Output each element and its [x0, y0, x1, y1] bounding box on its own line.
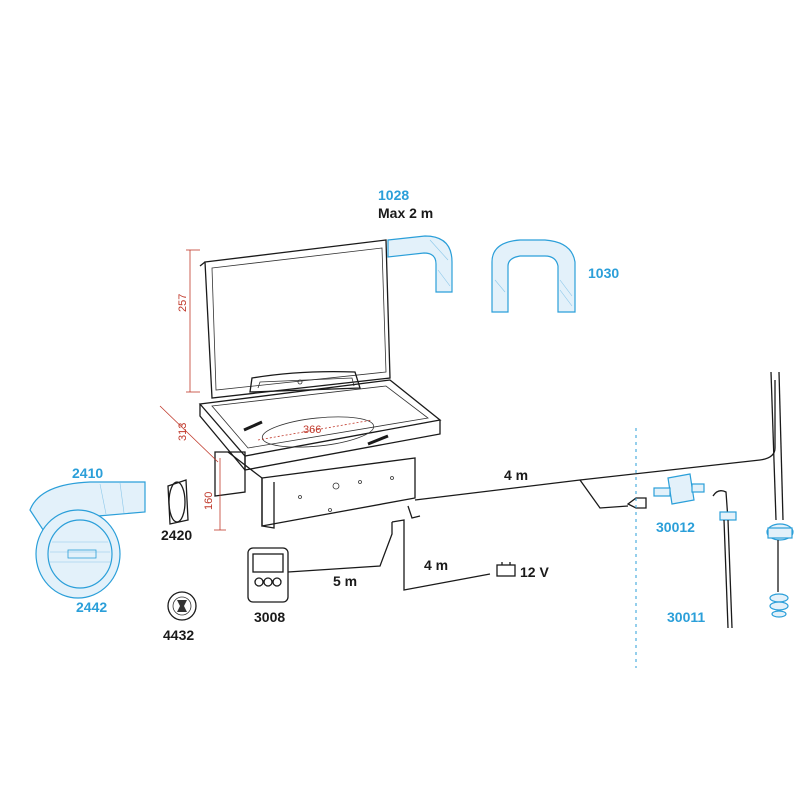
- label-2410: 2410: [72, 465, 103, 481]
- dim-height: 257: [177, 294, 189, 312]
- adapter-2420: [167, 479, 189, 525]
- label-cable-power: 4 m: [424, 557, 448, 573]
- label-3008: 3008: [254, 609, 285, 625]
- dim-bowl: 366: [303, 424, 321, 436]
- label-2442: 2442: [76, 599, 107, 615]
- label-30012: 30012: [656, 519, 695, 535]
- label-4432: 4432: [163, 627, 194, 643]
- label-voltage: 12 V: [520, 564, 549, 580]
- dim-base: 160: [203, 492, 215, 510]
- hose-1030: [491, 239, 576, 313]
- battery-icon: [496, 562, 516, 577]
- hinge-block: [249, 370, 361, 393]
- cap-4432: [167, 591, 197, 621]
- label-cable-main: 4 m: [504, 467, 528, 483]
- dim-depth: 313: [177, 423, 189, 441]
- label-2420: 2420: [161, 527, 192, 543]
- label-1030: 1030: [588, 265, 619, 281]
- lid: [199, 239, 391, 399]
- valve-30012: [626, 473, 705, 509]
- label-cable-controller: 5 m: [333, 573, 357, 589]
- grille-2442: [35, 509, 121, 599]
- controller-3008: [247, 547, 289, 603]
- drain-pipe: [766, 371, 794, 618]
- label-1028: 1028: [378, 187, 409, 203]
- lower-body: [214, 451, 416, 529]
- label-30011: 30011: [667, 609, 705, 625]
- dimensions: [159, 249, 373, 531]
- hose-1028: [387, 235, 453, 293]
- pipe-30011: [712, 490, 737, 629]
- cables: [287, 380, 776, 591]
- label-max-length: Max 2 m: [378, 205, 433, 221]
